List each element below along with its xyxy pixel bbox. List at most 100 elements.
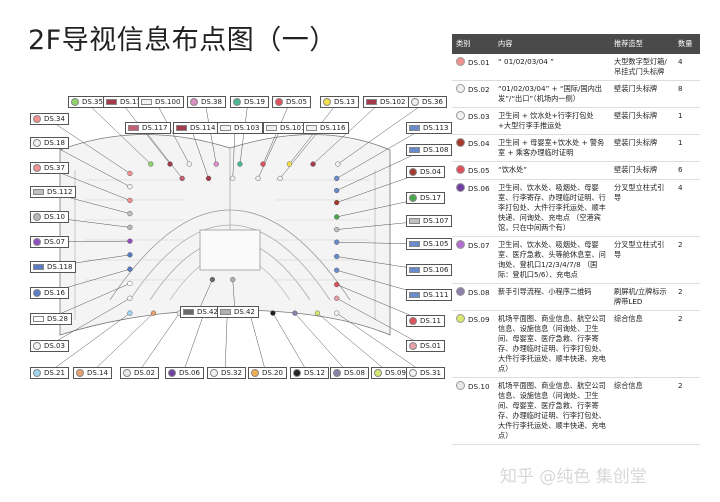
map-point	[335, 161, 341, 167]
map-tag: DS.107	[406, 215, 453, 227]
map-tag: DS.08	[330, 367, 369, 379]
map-tag-label: DS.17	[420, 194, 441, 202]
map-tag: DS.12	[290, 367, 329, 379]
map-point	[334, 281, 340, 288]
leader-line	[47, 298, 131, 347]
map-tag-label: DS.118	[47, 263, 73, 271]
map-tag: DS.04	[406, 166, 445, 178]
map-point	[292, 310, 298, 316]
map-tag: DS.21	[30, 367, 69, 379]
legend-category: DS.09	[452, 310, 494, 378]
map-tag: DS.106	[406, 264, 453, 276]
floor-plan-map	[47, 101, 427, 374]
sign-dot-icon	[33, 369, 41, 377]
map-tag: DS.114	[173, 122, 220, 134]
leader-line	[249, 313, 267, 374]
map-tag-label: DS.113	[423, 124, 449, 132]
map-point	[167, 161, 173, 167]
map-point	[334, 239, 340, 245]
map-tag: DS.13	[320, 96, 359, 108]
map-tag: DS.17	[406, 192, 445, 204]
page-title: 2F导视信息布点图（一）	[28, 25, 337, 56]
map-tag-label: DS.18	[44, 139, 65, 147]
legend-type: 壁装门头标牌	[610, 161, 674, 180]
category-dot-icon	[456, 111, 465, 120]
category-dot-icon	[456, 183, 465, 192]
legend-category-label: DS.02	[468, 85, 490, 94]
map-tag: DS.32	[207, 367, 246, 379]
sign-dot-icon	[168, 369, 176, 377]
sign-bar-icon	[128, 125, 139, 131]
sign-dot-icon	[33, 115, 41, 123]
leader-line	[155, 101, 190, 165]
map-tag: DS.19	[230, 96, 269, 108]
map-tag: DS.03	[30, 340, 69, 352]
map-point	[334, 175, 340, 182]
map-tag-label: DS.102	[380, 98, 406, 106]
map-tag: DS.102	[363, 96, 410, 108]
leader-line	[294, 312, 349, 374]
legend-qty: 8	[674, 80, 700, 108]
leader-line	[336, 312, 425, 374]
sign-bar-icon	[409, 292, 420, 298]
map-tag-label: DS.05	[286, 98, 307, 106]
map-tag-label: DS.03	[44, 342, 65, 350]
legend-category: DS.01	[452, 54, 494, 81]
legend-category: DS.02	[452, 80, 494, 108]
map-tag-label: DS.10	[44, 213, 65, 221]
sign-bar-icon	[409, 267, 420, 273]
map-tag-label: DS.117	[142, 124, 168, 132]
map-tag-label: DS.32	[221, 369, 242, 377]
legend-category: DS.04	[452, 134, 494, 162]
map-tag-label: DS.114	[190, 124, 216, 132]
legend-qty: 4	[674, 179, 700, 237]
legend-row: DS.02“01/02/03/04” + “国际/国内出发”/“出口”（机场内一…	[452, 80, 700, 108]
map-tag: DS.112	[30, 186, 77, 198]
legend-qty: 6	[674, 161, 700, 180]
legend-type: 综合信息	[610, 310, 674, 378]
sign-dot-icon	[33, 342, 41, 350]
leader-line	[190, 127, 209, 179]
map-tag-label: DS.36	[422, 98, 443, 106]
map-tag-label: DS.112	[47, 188, 73, 196]
map-tag-label: DS.07	[44, 238, 65, 246]
leader-line	[182, 313, 205, 374]
sign-dot-icon	[409, 317, 417, 325]
map-tag: DS.42	[180, 306, 222, 318]
header-content: 内容	[494, 34, 610, 54]
header-category: 类别	[452, 34, 494, 54]
map-point	[230, 277, 236, 283]
map-point	[127, 295, 133, 301]
legend-type: 壁装门头标牌	[610, 134, 674, 162]
map-tag-label: DS.08	[344, 369, 365, 377]
sign-bar-icon	[409, 147, 420, 153]
legend-content: 新手引导流程、小程序二维码	[494, 283, 610, 311]
map-point	[127, 184, 133, 190]
category-dot-icon	[456, 381, 465, 390]
map-tag-label: DS.106	[423, 266, 449, 274]
map-tag-label: DS.04	[420, 168, 441, 176]
map-point	[334, 200, 340, 206]
map-point	[334, 187, 340, 194]
map-tag-label: DS.116	[320, 124, 346, 132]
sign-dot-icon	[123, 369, 131, 377]
leader-line	[317, 312, 390, 374]
map-point	[334, 310, 340, 316]
map-tag: DS.06	[165, 367, 204, 379]
leader-line	[85, 101, 151, 165]
legend-category-label: DS.06	[468, 184, 490, 193]
leader-line	[47, 312, 131, 374]
legend-category: DS.06	[452, 179, 494, 237]
category-dot-icon	[456, 314, 465, 323]
leader-line	[336, 127, 425, 179]
leader-line	[257, 127, 282, 179]
legend-content: “ 01/02/03/04 ”	[494, 54, 610, 81]
map-point	[127, 266, 133, 272]
map-tag: DS.116	[303, 122, 350, 134]
map-tag-label: DS.108	[423, 146, 449, 154]
